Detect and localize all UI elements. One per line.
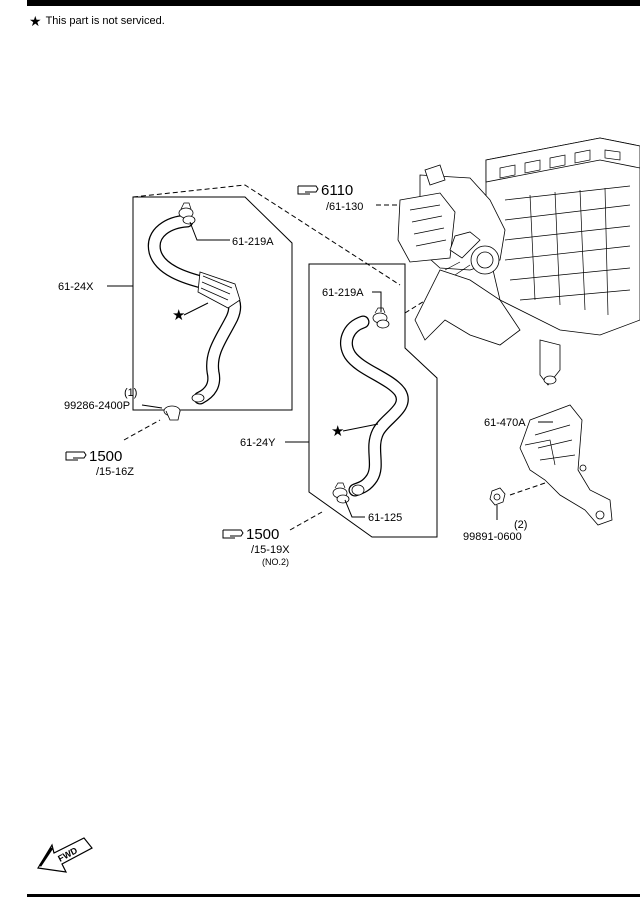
label-61-219a-left: 61-219A [232, 236, 274, 248]
label-61-24x: 61-24X [58, 281, 94, 293]
label-nut-qty: (2) [514, 519, 527, 531]
label-clip-part: 99286-2400P [64, 400, 130, 412]
clamp-upper-left [178, 202, 196, 225]
leader-upper-to-unit [132, 184, 401, 286]
not-serviced-note: ★ This part is not serviced. [29, 14, 165, 28]
label-61-125: 61-125 [368, 512, 402, 524]
label-61-24y: 61-24Y [240, 437, 276, 449]
pointing-hand-icon [297, 185, 319, 195]
ref-1500-right-sub: /15-19X [251, 544, 290, 556]
heater-unit-illustration [397, 137, 640, 386]
ref-1500-right: 1500 /15-19X (NO.2) [222, 526, 290, 567]
pointing-hand-icon [222, 529, 244, 539]
pointing-hand-icon [65, 451, 87, 461]
fwd-arrow-icon: FWD [37, 837, 93, 873]
label-61-470a: 61-470A [484, 417, 526, 429]
leader-61-125 [344, 499, 365, 518]
bottom-border [27, 894, 640, 897]
clip-99286-2400p [163, 405, 181, 421]
star-leader-upper [183, 302, 209, 316]
ref-1500-right-note: (NO.2) [262, 557, 289, 567]
note-text: This part is not serviced. [45, 15, 165, 27]
clamp-lower [332, 482, 350, 504]
ref-1500-left-number: 1500 [89, 448, 122, 465]
ref-1500-right-number: 1500 [246, 526, 279, 543]
ref-6110-sub: /61-130 [326, 201, 363, 213]
ref-1500-left-sub: /15-16Z [96, 466, 134, 478]
star-icon-lower-hose: ★ [331, 423, 344, 440]
nut-99891-0600 [489, 487, 506, 506]
ref-1500-left: 1500 /15-16Z [65, 448, 134, 478]
hose-61-24x [147, 214, 242, 405]
hose-61-24y [340, 315, 409, 497]
ref-6110: 6110 /61-130 [297, 182, 363, 213]
leader-1500-right [289, 511, 323, 531]
bracket-61-470a [519, 404, 613, 526]
hose-upper-frame [132, 196, 293, 411]
star-icon: ★ [29, 13, 42, 29]
clamp-upper-right [372, 307, 390, 329]
star-leader-lower [342, 423, 379, 432]
leader-61-219a-left [189, 221, 230, 241]
hose-lower-frame [308, 263, 438, 538]
ref-6110-number: 6110 [321, 182, 353, 199]
label-61-219a-right: 61-219A [322, 287, 364, 299]
label-clip-qty: (1) [124, 387, 137, 399]
star-icon-upper-hose: ★ [172, 307, 185, 324]
leader-nut-to-bracket [509, 482, 546, 496]
leader-1500-left [123, 419, 161, 441]
label-nut-part: 99891-0600 [463, 531, 522, 543]
leader-clip-label [141, 404, 163, 409]
leader-61-219a-right [372, 291, 382, 312]
top-border [27, 0, 640, 6]
